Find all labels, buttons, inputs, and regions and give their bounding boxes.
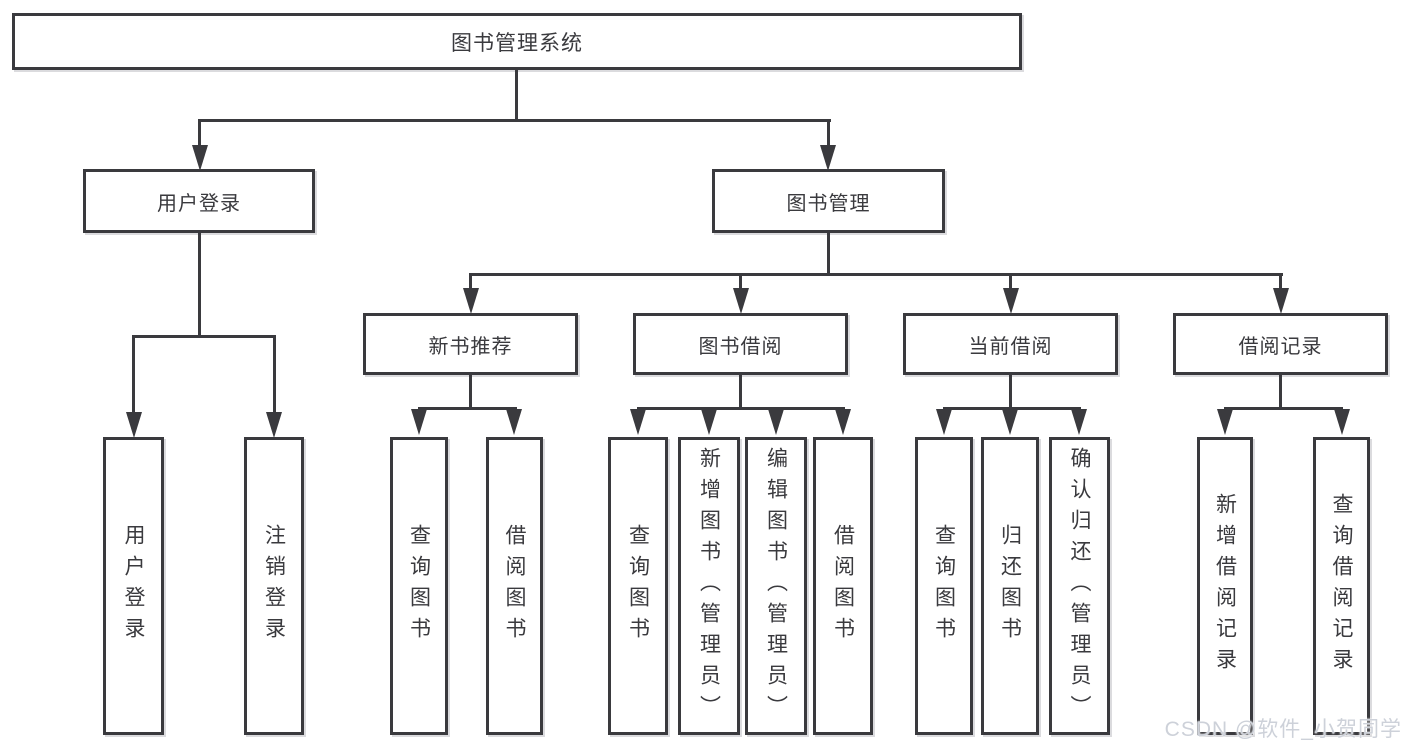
arrowhead-icon — [701, 409, 717, 435]
arrowhead-icon — [936, 409, 952, 435]
arrowhead-icon — [733, 288, 749, 314]
arrowhead-icon — [768, 409, 784, 435]
arrowhead-icon — [1002, 409, 1018, 435]
arrowhead-icon — [630, 409, 646, 435]
node-book-management: 图书管理 — [712, 169, 945, 233]
connector-groupD-stem — [1279, 375, 1282, 410]
connector-to-book-borrow — [739, 273, 742, 290]
node-library-system: 图书管理系统 — [12, 13, 1022, 70]
leaf-user-login: 用户登录 — [103, 437, 164, 735]
leaf-query-books-current: 查询图书 — [915, 437, 973, 735]
connector-login-branch — [132, 335, 276, 338]
node-user-login: 用户登录 — [83, 169, 315, 233]
node-label: 新书推荐 — [428, 335, 513, 358]
csdn-watermark: CSDN @软件_小贺同学 — [1164, 718, 1402, 741]
node-label: 借阅图书 — [831, 524, 855, 648]
connector-groupB-stem — [739, 375, 742, 410]
arrowhead-icon — [126, 412, 142, 438]
arrowhead-icon — [266, 412, 282, 438]
node-label: 图书借阅 — [698, 335, 783, 358]
node-borrow-records: 借阅记录 — [1173, 313, 1388, 375]
node-current-borrow: 当前借阅 — [903, 313, 1118, 375]
node-label: 当前借阅 — [968, 335, 1053, 358]
node-label: 编辑图书（管理员） — [764, 446, 788, 726]
leaf-borrow-books-recommend: 借阅图书 — [486, 437, 543, 735]
node-label: 确认归还（管理员） — [1068, 446, 1091, 726]
node-label: 借阅记录 — [1238, 335, 1323, 358]
connector-login-leaf1 — [132, 335, 135, 414]
arrowhead-icon — [192, 145, 208, 171]
arrowhead-icon — [1003, 288, 1019, 314]
arrowhead-icon — [1217, 409, 1233, 435]
connector-root-branch — [198, 119, 831, 122]
connector-login-stem — [198, 233, 201, 338]
node-label: 查询图书 — [626, 524, 650, 648]
leaf-logout: 注销登录 — [244, 437, 304, 735]
arrowhead-icon — [1334, 409, 1350, 435]
leaf-query-books-borrow: 查询图书 — [608, 437, 668, 735]
connector-groupC-stem — [1009, 375, 1012, 410]
node-label: 查询图书 — [407, 524, 431, 648]
connector-to-new-book — [469, 273, 472, 290]
node-label: 查询借阅记录 — [1330, 493, 1353, 679]
node-label: 新增图书（管理员） — [697, 446, 721, 726]
connector-groupC-branch — [943, 407, 1081, 410]
leaf-add-book-admin: 新增图书（管理员） — [678, 437, 740, 735]
arrowhead-icon — [1273, 288, 1289, 314]
node-label: 注销登录 — [262, 524, 286, 648]
node-book-borrow: 图书借阅 — [633, 313, 848, 375]
leaf-query-books-recommend: 查询图书 — [390, 437, 448, 735]
connector-to-user-login — [198, 119, 201, 147]
connector-manage-branch — [469, 273, 1283, 276]
node-new-book-recommend: 新书推荐 — [363, 313, 578, 375]
arrowhead-icon — [1071, 409, 1087, 435]
arrowhead-icon — [835, 409, 851, 435]
connector-to-book-management — [827, 119, 830, 147]
leaf-edit-book-admin: 编辑图书（管理员） — [745, 437, 807, 735]
leaf-borrow-books: 借阅图书 — [813, 437, 873, 735]
connector-groupA-branch — [418, 407, 517, 410]
leaf-query-borrow-record: 查询借阅记录 — [1313, 437, 1370, 735]
node-label: 归还图书 — [998, 524, 1022, 648]
leaf-return-book: 归还图书 — [981, 437, 1039, 735]
connector-groupA-stem — [469, 375, 472, 410]
arrowhead-icon — [820, 145, 836, 171]
connector-login-leaf2 — [273, 335, 276, 414]
leaf-confirm-return-admin: 确认归还（管理员） — [1049, 437, 1110, 735]
node-label: 图书管理系统 — [451, 31, 583, 55]
node-label: 图书管理 — [786, 192, 871, 215]
connector-manage-stem — [827, 233, 830, 276]
node-label: 用户登录 — [122, 524, 145, 648]
connector-groupD-branch — [1224, 407, 1343, 410]
leaf-add-borrow-record: 新增借阅记录 — [1197, 437, 1253, 735]
arrowhead-icon — [506, 409, 522, 435]
node-label: 新增借阅记录 — [1213, 493, 1237, 679]
arrowhead-icon — [411, 409, 427, 435]
node-label: 借阅图书 — [503, 524, 526, 648]
node-label: 查询图书 — [932, 524, 956, 648]
connector-groupB-branch — [637, 407, 845, 410]
connector-to-borrow-records — [1279, 273, 1282, 290]
connector-to-current-borrow — [1009, 273, 1012, 290]
arrowhead-icon — [463, 288, 479, 314]
connector-root-stem — [515, 69, 518, 122]
node-label: 用户登录 — [157, 192, 241, 215]
